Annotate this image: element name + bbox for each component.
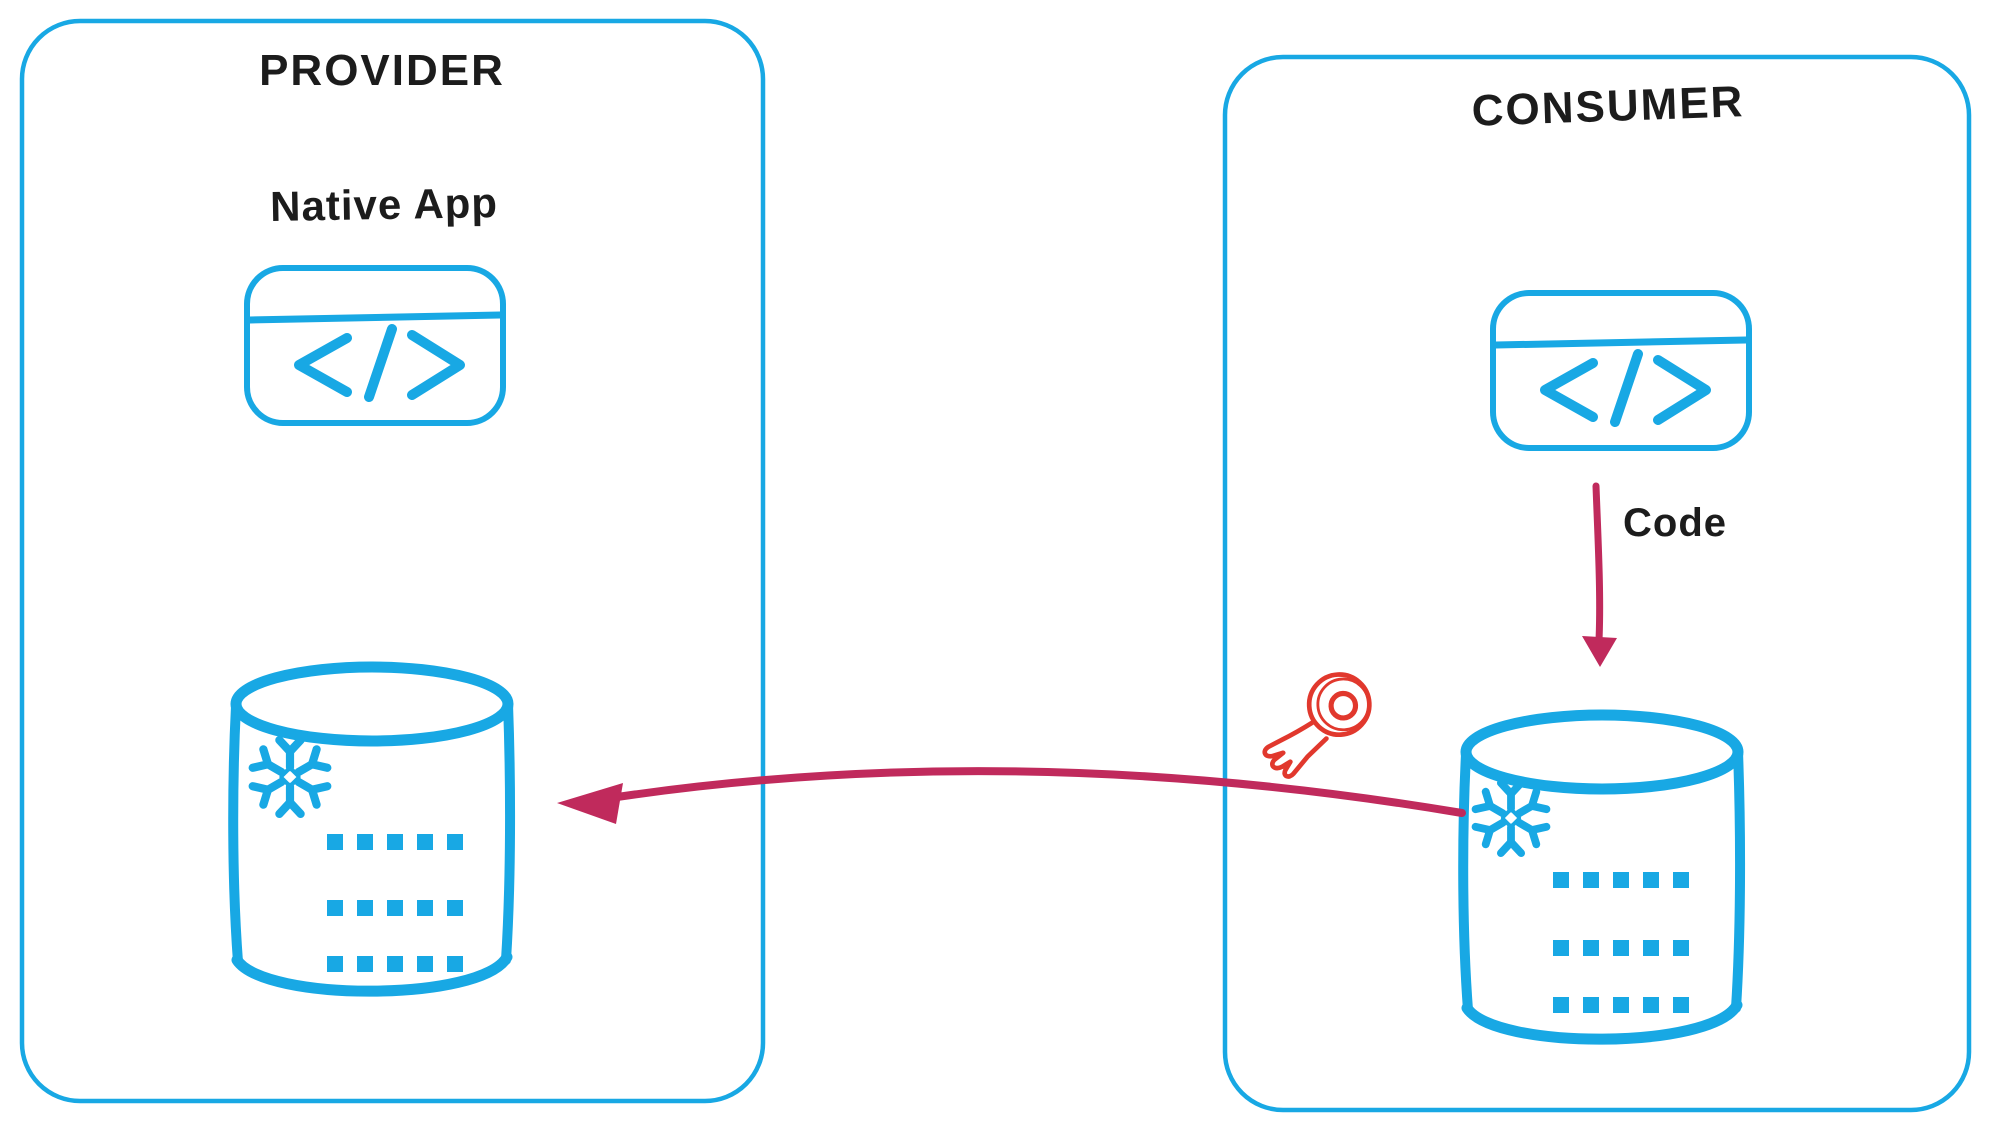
data-dots-row [1553,872,1689,888]
arrowhead-left [557,783,623,824]
code-arrow-label: Code [1623,501,1727,545]
data-dots-row [327,900,463,916]
key-icon [1262,672,1372,779]
code-window-icon [247,268,503,423]
provider-database-icon [233,667,510,991]
data-dots-row [327,956,463,972]
code-window-icon [1493,293,1749,448]
snowflake-icon [253,740,328,814]
code-arrow [1582,482,1617,667]
native-app-label: Native App [270,179,499,230]
consumer-box [1222,54,1972,1113]
provider-title: PROVIDER [259,46,505,95]
snowflake-icon [1476,783,1547,853]
database-cylinder [1463,715,1740,1039]
consumer-title: CONSUMER [1471,77,1745,135]
data-dots-row [1553,997,1689,1013]
share-arrow [557,767,1466,824]
data-dots-row [1553,940,1689,956]
arrowhead-down [1582,636,1617,667]
data-dots-row [327,834,463,850]
provider-box [19,18,766,1104]
database-cylinder [233,667,510,991]
consumer-database-icon [1463,715,1740,1039]
